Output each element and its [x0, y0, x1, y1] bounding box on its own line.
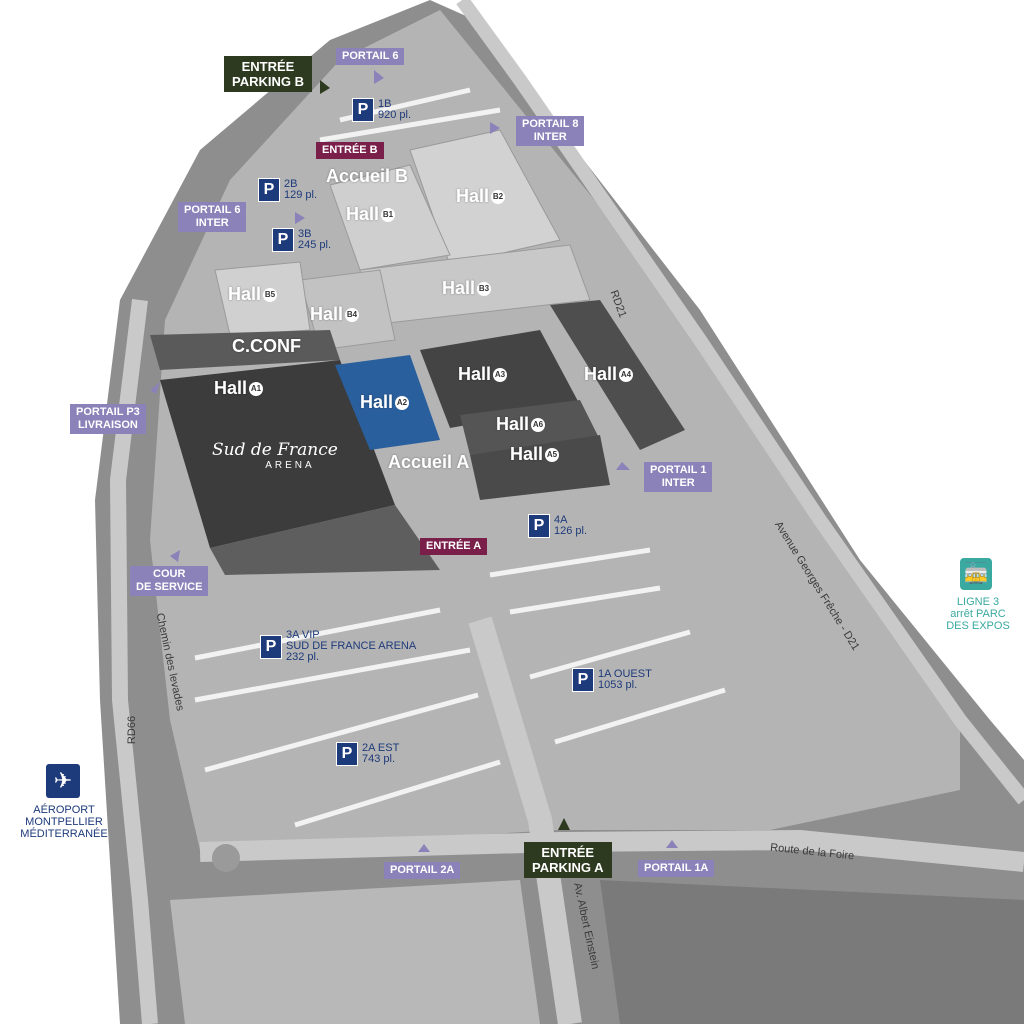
hall-a2-building — [335, 355, 440, 450]
accueil-b: Accueil B — [326, 166, 409, 186]
portail-1a: PORTAIL 1A — [638, 860, 715, 877]
hall-a4-badge: A4 — [619, 368, 634, 383]
parking-2a-est-label: 2A EST 743 pl. — [362, 742, 400, 765]
cconf-label: C.CONF — [232, 336, 301, 356]
parking-4a-label: 4A 126 pl. — [554, 514, 588, 537]
entree-arrows — [320, 80, 570, 830]
hall-a5-text: Hall — [510, 444, 544, 464]
road-foire — [199, 829, 1024, 872]
portail-6-inter: PORTAIL 6 INTER — [178, 202, 247, 232]
hall-a1-badge: A1 — [249, 382, 264, 397]
entree-a: ENTRÉE A — [420, 538, 488, 555]
hall-a3-text: Hall — [458, 364, 492, 384]
hall-a2-text: Hall — [360, 392, 394, 412]
parking-1a-ouest-label: 1A OUEST 1053 pl. — [598, 668, 652, 691]
hall-a5-badge: A5 — [545, 448, 560, 463]
airplane-icon: ✈ — [46, 764, 80, 798]
hall-b5-badge: B5 — [263, 288, 278, 303]
tram-icon: 🚋 — [960, 558, 992, 590]
portail-6: PORTAIL 6 — [336, 48, 405, 65]
parking-icon: P — [260, 634, 282, 659]
road-rd21 — [456, 0, 1024, 805]
hall-a4-text: Hall — [584, 364, 618, 384]
hall-b4-badge: B4 — [345, 308, 360, 323]
hall-a3-badge: A3 — [493, 368, 508, 383]
hall-a6-text: Hall — [496, 414, 530, 434]
parking-icon: P — [272, 228, 294, 252]
hall-a2-badge: A2 — [395, 396, 410, 411]
entree-parking-b: ENTRÉE PARKING B — [224, 56, 312, 92]
hall-b3-text: Hall — [442, 278, 476, 298]
hall-b5-building — [214, 261, 311, 336]
cour-de-service: COUR DE SERVICE — [130, 566, 209, 596]
hall-a6-badge: A6 — [531, 418, 546, 433]
hall-b1-text: Hall — [346, 204, 380, 224]
arena-logo: Sud de France ARENA — [212, 440, 338, 471]
road-einstein — [468, 616, 582, 1024]
parking-1b-label: 1B 920 pl. — [378, 98, 412, 121]
parking-icon: P — [352, 98, 374, 122]
tram-label: LIGNE 3 arrêt PARC DES EXPOS — [946, 596, 1010, 632]
parking-icon: P — [528, 514, 550, 538]
lower-right-area — [600, 880, 1024, 1024]
parking-icon: P — [258, 178, 280, 202]
hall-b3-badge: B3 — [477, 282, 492, 297]
hall-a4-building — [550, 300, 685, 450]
arena-name: Sud de France — [212, 440, 338, 460]
airport-label: AÉROPORT MONTPELLIER MÉDITERRANÉE — [20, 804, 108, 840]
portail-1-inter: PORTAIL 1 INTER — [644, 462, 713, 492]
hall-a5-building — [470, 435, 610, 500]
roundabout — [212, 844, 240, 872]
arena-facade — [210, 505, 440, 575]
accueil-a: Accueil A — [388, 452, 470, 472]
cconf-building — [150, 330, 340, 370]
portail-2a: PORTAIL 2A — [384, 862, 461, 879]
entree-parking-a: ENTRÉE PARKING A — [524, 842, 612, 878]
hall-b1-badge: B1 — [381, 208, 396, 223]
lower-left-area — [170, 880, 540, 1024]
portail-8-inter: PORTAIL 8 INTER — [516, 116, 585, 146]
parking-icon: P — [572, 668, 594, 692]
hall-b5-text: Hall — [228, 284, 262, 304]
hall-b4-text: Hall — [310, 304, 344, 324]
parking-icon: P — [336, 742, 358, 766]
parking-3b-label: 3B 245 pl. — [298, 228, 332, 251]
parking-2b-label: 2B 129 pl. — [284, 178, 318, 201]
arena-sub: ARENA — [265, 460, 315, 471]
hall-a1-building — [160, 360, 395, 548]
hall-b2-badge: B2 — [491, 190, 506, 205]
hall-b2-text: Hall — [456, 186, 490, 206]
parking-3a-vip-label: 3A VIP SUD DE FRANCE ARENA 232 pl. — [286, 629, 417, 663]
portail-p3-livraison: PORTAIL P3 LIVRAISON — [70, 404, 146, 434]
entree-b: ENTRÉE B — [316, 142, 384, 159]
road-rd66-label: RD66 — [126, 715, 139, 745]
hall-a1-text: Hall — [214, 378, 248, 398]
portail-arrows — [150, 70, 678, 852]
